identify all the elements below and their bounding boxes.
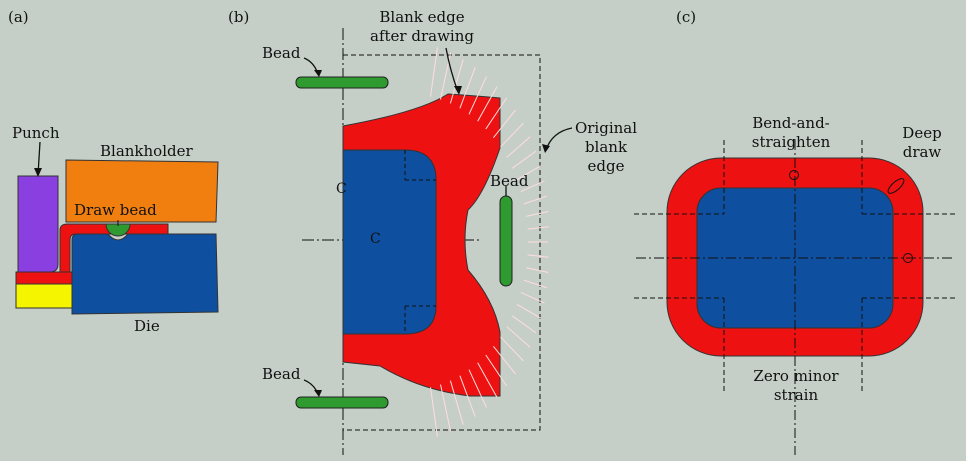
blankholder-label: Blankholder xyxy=(100,142,193,160)
deep-draw-label-line2: draw xyxy=(902,143,942,161)
hatch-line xyxy=(493,345,516,375)
hatch-line xyxy=(516,303,541,319)
hatch-line xyxy=(500,336,524,362)
die-block xyxy=(71,233,219,315)
hatch-line xyxy=(459,67,476,109)
blankholder-block xyxy=(65,159,219,223)
hatch-line xyxy=(511,315,537,334)
hatch-line xyxy=(506,136,531,158)
original-blank-edge-label-line1: Original xyxy=(574,119,638,137)
sheet-metal-bottom xyxy=(15,271,73,285)
hatch-line xyxy=(527,254,549,258)
hatch-line xyxy=(477,86,498,122)
bend-straighten-label-line2: straighten xyxy=(751,133,831,151)
die-label: Die xyxy=(134,317,160,335)
hatch-line xyxy=(516,165,541,181)
hatch-line xyxy=(526,211,549,217)
hatch-line xyxy=(523,195,548,205)
strain-circle-right xyxy=(903,253,913,263)
draw-bead-label: Draw bead xyxy=(74,201,157,219)
hatch-line xyxy=(459,375,476,417)
insert-block xyxy=(15,283,73,309)
bend-straighten-label-line1: Bend-and- xyxy=(752,114,830,132)
original-blank-edge-label-line3: edge xyxy=(587,157,625,175)
deep-draw-label-line1: Deep xyxy=(902,124,942,142)
hatch-line xyxy=(493,109,516,139)
bead-top xyxy=(295,76,389,89)
bead-right xyxy=(499,195,513,287)
hatch-line xyxy=(520,291,545,304)
hatch-line xyxy=(523,279,548,289)
zero-minor-strain-label-line2: strain xyxy=(773,386,819,404)
hatch-line xyxy=(485,97,508,130)
punch-block xyxy=(17,175,59,273)
original-blank-edge-label-line2: blank xyxy=(584,138,628,156)
hatch-line xyxy=(485,354,508,387)
hatch-line xyxy=(440,384,452,432)
panel-c-strain-regions xyxy=(634,140,956,455)
bead-bottom xyxy=(295,396,389,409)
blank-edge-after-label-line2: after drawing xyxy=(370,27,474,45)
panel-a-label: (a) xyxy=(8,8,29,26)
hatch-line xyxy=(449,59,464,104)
hatch-line xyxy=(449,380,464,425)
zero-minor-strain-label-line1: Zero minor xyxy=(753,367,839,385)
hatch-line xyxy=(468,369,487,408)
punch-label: Punch xyxy=(12,124,60,142)
hatch-line xyxy=(468,76,487,115)
blank-edge-after-label-line1: Blank edge xyxy=(379,8,465,26)
hatch-line xyxy=(506,326,531,348)
centerline-symbol-1: C xyxy=(336,181,347,197)
centerline-symbol-2: C xyxy=(370,231,381,247)
hatch-line xyxy=(430,387,438,437)
hatch-line xyxy=(440,52,452,100)
panel-b-plan-view xyxy=(295,28,573,455)
panel-c-label: (c) xyxy=(676,8,697,26)
strain-circle-top xyxy=(789,170,799,180)
bead-right-label: Bead xyxy=(490,172,529,190)
hatch-line xyxy=(527,226,549,230)
hatch-line xyxy=(511,150,537,169)
bead-top-label: Bead xyxy=(262,44,301,62)
hatch-line xyxy=(500,122,524,148)
hatch-line xyxy=(526,267,549,273)
strain-ellipse-corner xyxy=(887,178,905,194)
hatch-line xyxy=(477,362,498,398)
strain-hatch-lines xyxy=(430,47,549,437)
panel-a-cross-section xyxy=(15,141,219,315)
draw-bead-shape xyxy=(105,223,131,237)
panel-b-label: (b) xyxy=(228,8,250,26)
hatch-line xyxy=(430,47,438,97)
bead-bottom-label: Bead xyxy=(262,365,301,383)
hatch-line xyxy=(520,180,545,193)
